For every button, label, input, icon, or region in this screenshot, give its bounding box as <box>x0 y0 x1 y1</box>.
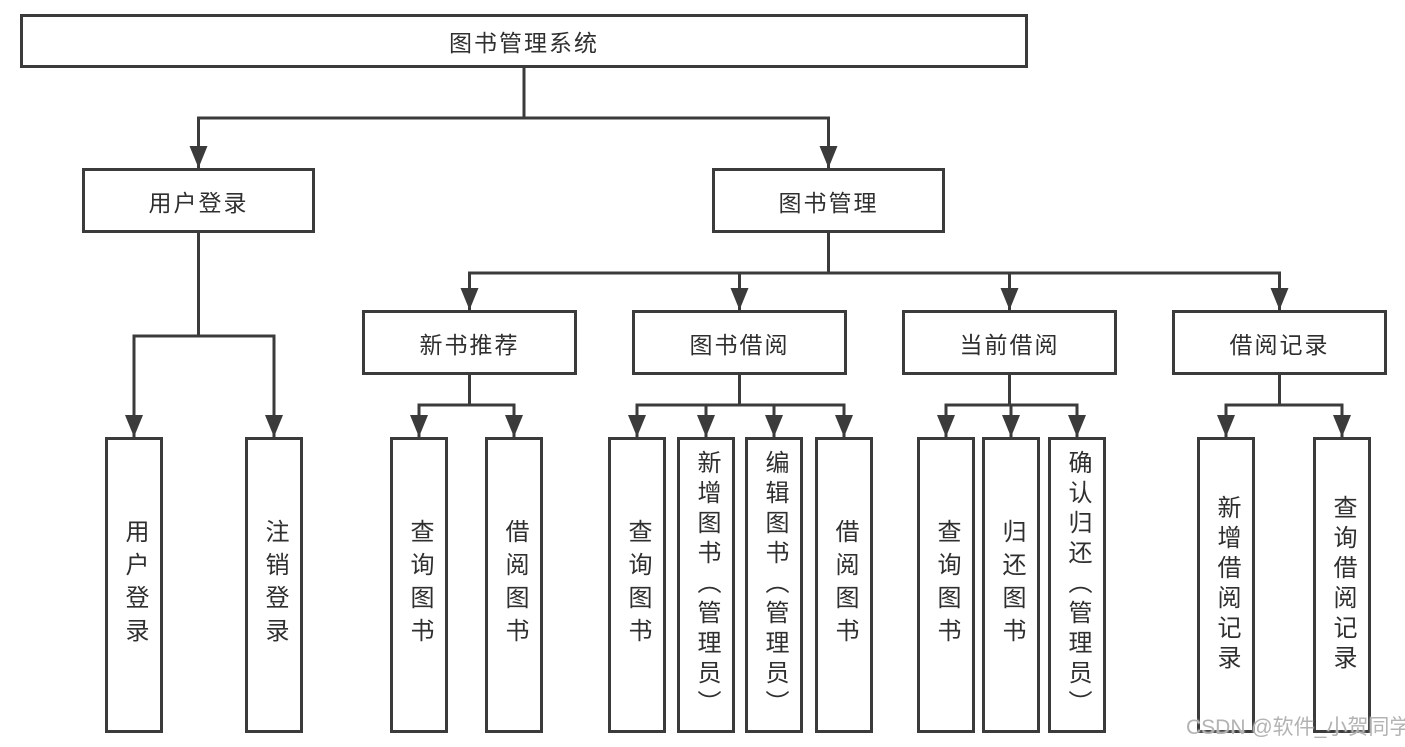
leaf-nb-query-book: 查询图书 <box>390 437 448 733</box>
node-new-book-recommend-label: 新书推荐 <box>419 331 520 358</box>
leaf-bb-borrow-book-label: 借阅图书 <box>831 519 858 651</box>
leaf-cb-confirm-return-admin-label: 确认归还（管理员） <box>1064 450 1091 720</box>
leaf-logout-label: 注销登录 <box>261 519 288 651</box>
leaf-bb-query-book-label: 查询图书 <box>624 519 651 651</box>
leaf-user-login-label: 用户登录 <box>121 519 148 651</box>
leaf-bb-edit-book-admin: 编辑图书（管理员） <box>745 437 803 733</box>
leaf-bb-borrow-book: 借阅图书 <box>815 437 873 733</box>
leaf-br-query-record: 查询借阅记录 <box>1313 437 1371 733</box>
node-borrow-records: 借阅记录 <box>1172 310 1387 375</box>
node-new-book-recommend: 新书推荐 <box>362 310 577 375</box>
node-book-management-label: 图书管理 <box>778 189 879 216</box>
leaf-cb-query-book: 查询图书 <box>917 437 975 733</box>
leaf-bb-edit-book-admin-label: 编辑图书（管理员） <box>761 450 788 720</box>
node-borrow-records-label: 借阅记录 <box>1229 331 1330 358</box>
node-root: 图书管理系统 <box>20 14 1028 68</box>
node-current-borrow-label: 当前借阅 <box>959 331 1060 358</box>
node-root-label: 图书管理系统 <box>449 30 599 56</box>
node-current-borrow: 当前借阅 <box>902 310 1117 375</box>
leaf-bb-query-book: 查询图书 <box>608 437 666 733</box>
node-book-management: 图书管理 <box>712 168 945 233</box>
leaf-bb-add-book-admin: 新增图书（管理员） <box>677 437 735 733</box>
leaf-user-login: 用户登录 <box>105 437 163 733</box>
leaf-nb-borrow-book: 借阅图书 <box>485 437 543 733</box>
leaf-br-add-record: 新增借阅记录 <box>1197 437 1255 733</box>
leaf-bb-add-book-admin-label: 新增图书（管理员） <box>693 450 720 720</box>
node-book-borrow-label: 图书借阅 <box>689 331 790 358</box>
leaf-nb-borrow-book-label: 借阅图书 <box>501 519 528 651</box>
leaf-cb-return-book: 归还图书 <box>982 437 1040 733</box>
node-user-login: 用户登录 <box>82 168 315 233</box>
leaf-br-add-record-label: 新增借阅记录 <box>1213 495 1240 675</box>
leaf-cb-query-book-label: 查询图书 <box>933 519 960 651</box>
leaf-br-query-record-label: 查询借阅记录 <box>1329 495 1356 675</box>
leaf-nb-query-book-label: 查询图书 <box>406 519 433 651</box>
node-book-borrow: 图书借阅 <box>632 310 847 375</box>
node-user-login-label: 用户登录 <box>148 189 249 216</box>
leaf-logout: 注销登录 <box>245 437 303 733</box>
watermark: CSDN @软件_小贺同学 <box>1186 716 1405 739</box>
leaf-cb-confirm-return-admin: 确认归还（管理员） <box>1048 437 1106 733</box>
leaf-cb-return-book-label: 归还图书 <box>998 519 1025 651</box>
